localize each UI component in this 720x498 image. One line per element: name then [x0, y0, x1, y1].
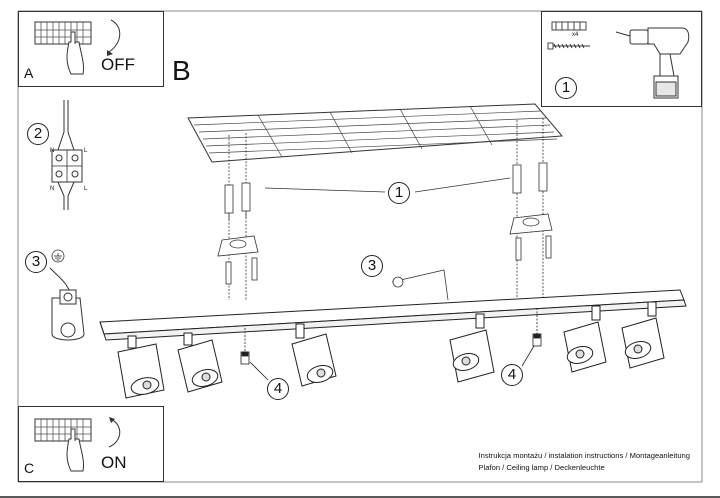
- left-bar-screw: [240, 328, 269, 381]
- panel-a-letter: A: [24, 65, 34, 81]
- step-4-right-number: 4: [501, 364, 523, 386]
- dowel-multiplier: x4: [572, 32, 579, 38]
- panel-c-letter: C: [24, 460, 35, 476]
- spotlight-1: [117, 335, 165, 399]
- drill-and-dowels-illustration: [547, 21, 690, 99]
- terminal-block-switch-on-illustration: [34, 417, 121, 472]
- panel-a-power-off: A OFF: [18, 11, 164, 87]
- step-2-number: 2: [27, 123, 49, 145]
- screw-icon: [547, 42, 590, 50]
- panel-c-word: ON: [101, 453, 127, 472]
- left-fixing-set: [217, 133, 259, 300]
- panel-c-power-on: C ON: [18, 406, 164, 482]
- top-n-label: N: [50, 148, 55, 154]
- step-4-left-number: 4: [267, 378, 289, 400]
- top-l-label: L: [84, 148, 88, 154]
- step-3-left-number: 3: [25, 251, 47, 273]
- bottom-l-label: L: [84, 186, 88, 192]
- spotlight-6: [621, 301, 665, 369]
- dowel-icon: [551, 21, 587, 31]
- spotlight-4: [449, 313, 495, 383]
- footer-line-1: Instrukcja montażu / instalation instruc…: [478, 451, 690, 460]
- step-1-number: 1: [388, 182, 410, 204]
- spotlight-3: [291, 323, 337, 387]
- footer-line-2: Plafon / Ceiling lamp / Deckenleuchte: [478, 463, 605, 472]
- spotlight-5: [563, 305, 607, 373]
- ground-clamp-illustration: [49, 249, 85, 341]
- footer-instructions: Instrukcja montażu / instalation instruc…: [479, 451, 690, 472]
- step-3-diagram-number: 3: [361, 255, 383, 277]
- spotlight-2: [177, 332, 223, 393]
- drill-panel: x4 1: [541, 11, 702, 107]
- drill-icon: [615, 27, 690, 99]
- ceiling-surface: [187, 103, 564, 163]
- drill-step-number: 1: [555, 77, 577, 99]
- right-bar-screw: [521, 308, 542, 367]
- bottom-n-label: N: [50, 186, 55, 192]
- lamp-bar: [99, 289, 687, 341]
- panel-b-letter: B: [172, 55, 191, 86]
- ground-icon: [54, 253, 62, 261]
- panel-a-word: OFF: [101, 55, 135, 74]
- right-fixing-set: [509, 118, 553, 300]
- terminal-block-switch-off-illustration: [34, 19, 121, 75]
- terminal-connector-illustration: [51, 100, 83, 210]
